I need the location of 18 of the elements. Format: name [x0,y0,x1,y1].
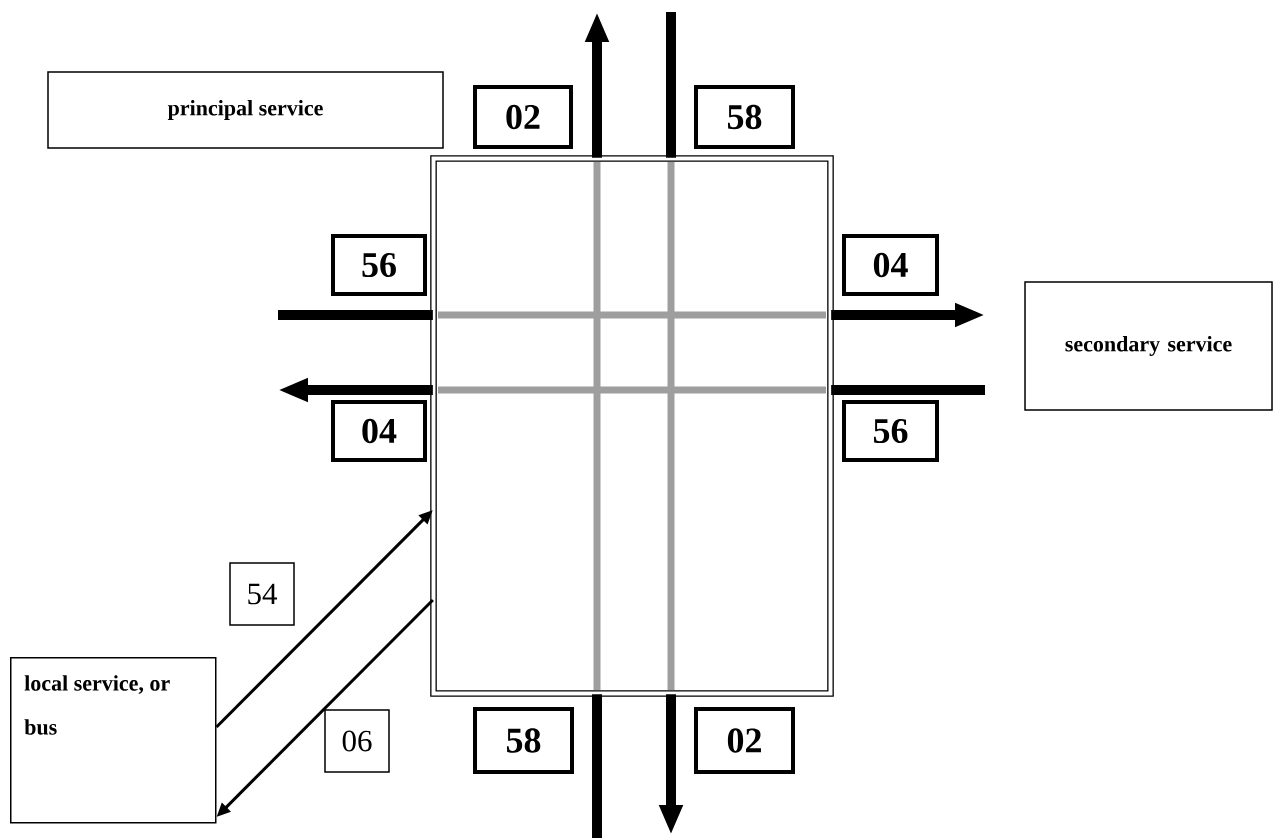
number-box: 04 [842,234,939,296]
line [592,694,602,838]
number-box: 58 [694,85,795,149]
service-box: secondary service [1024,281,1273,411]
line [278,310,433,320]
intersection-box [430,155,834,697]
line [666,12,676,158]
number-box: 58 [473,707,574,774]
number-box: 06 [324,709,390,773]
number-box: 02 [473,85,573,149]
service-box: local service, or bus [10,657,217,824]
number-box: 04 [331,400,427,462]
line [831,385,985,395]
number-box: 02 [694,707,795,774]
service-box: principal service [47,71,444,149]
number-box: 56 [842,400,939,462]
number-box: 56 [331,234,427,296]
number-box: 54 [229,562,295,626]
